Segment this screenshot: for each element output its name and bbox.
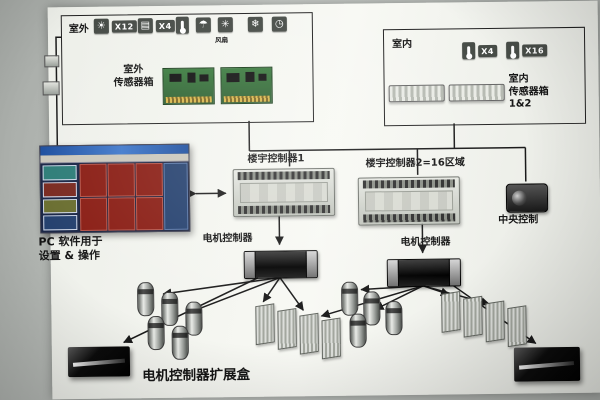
indoor-title: 室内 [392, 38, 413, 51]
expansion-caption: 电机控制器扩展盒 [142, 366, 251, 385]
pcb-module-1 [162, 67, 215, 105]
expansion-panel [277, 308, 297, 350]
motor-label-right: 电机控制器 [400, 236, 451, 249]
thermometer-icon [175, 16, 189, 34]
actuator-cylinder [147, 315, 165, 351]
sun-count-badge: X12 [111, 20, 137, 33]
snowflake-icon: ❄ [247, 16, 263, 32]
pc-thumbnail-list [40, 163, 80, 233]
pc-screenshot [39, 143, 191, 234]
pcb-module-2 [220, 66, 273, 105]
expansion-panel [507, 305, 527, 348]
fan-icon: ✳ [217, 17, 233, 33]
indoor-thermometer-icon-2 [506, 41, 520, 59]
outdoor-title: 室外 [68, 23, 89, 36]
black-box-left [67, 346, 131, 378]
camera-lens-icon [511, 190, 528, 206]
actuator-cylinder [341, 281, 359, 316]
motor-controller-left [243, 250, 318, 279]
expansion-panel [441, 291, 461, 333]
indoor-thermometer-icon-1 [462, 42, 476, 60]
bus-lines [50, 36, 527, 182]
actuator-cylinder [171, 325, 189, 360]
indoor-module-2 [448, 83, 505, 102]
pc-zone-grid [78, 161, 190, 233]
card-count-badge: X4 [155, 19, 175, 33]
outdoor-remote-sensor-1 [44, 55, 60, 68]
central-control-device [505, 183, 549, 213]
expansion-panel [485, 300, 505, 343]
motor-label-left: 电机控制器 [202, 232, 253, 245]
black-box-right [513, 346, 581, 382]
actuator-cylinder [349, 313, 367, 348]
diagram-panel: 室外 ☀ X12 ▤ X4 ☂ ✳ 风扇 ❄ ◷ 室外 传感器箱 室内 X4 X… [38, 0, 600, 400]
building-controller-1 [232, 167, 336, 218]
fan-label: 风扇 [214, 36, 229, 45]
expansion-panel [463, 295, 483, 338]
indoor-count-badge-1: X4 [478, 44, 497, 58]
controller2-label: 楼宇控制器2=16区域 [365, 157, 465, 170]
pc-caption: PC 软件用于 设置 & 操作 [38, 234, 103, 263]
building-controller-2 [357, 176, 461, 226]
indoor-module-1 [388, 84, 445, 103]
outdoor-remote-sensor-2 [42, 81, 60, 96]
clock-icon: ◷ [271, 16, 287, 32]
controller1-label: 楼宇控制器1 [247, 153, 305, 165]
expansion-panel [299, 312, 319, 355]
expansion-panel [321, 317, 341, 360]
rain-icon: ☂ [195, 17, 211, 33]
motor-controller-right [386, 258, 462, 288]
sensor-card-icon: ▤ [137, 18, 153, 34]
actuator-cylinder [385, 301, 403, 336]
sun-icon: ☀ [93, 18, 109, 34]
indoor-count-badge-2: X16 [522, 44, 548, 57]
actuator-cylinder [136, 282, 155, 317]
outdoor-sensor-label: 室外 传感器箱 [113, 64, 154, 89]
indoor-sensor-label: 室内 传感器箱 1&2 [508, 73, 549, 110]
central-control-label: 中央控制 [498, 214, 539, 226]
expansion-panel [255, 303, 275, 346]
